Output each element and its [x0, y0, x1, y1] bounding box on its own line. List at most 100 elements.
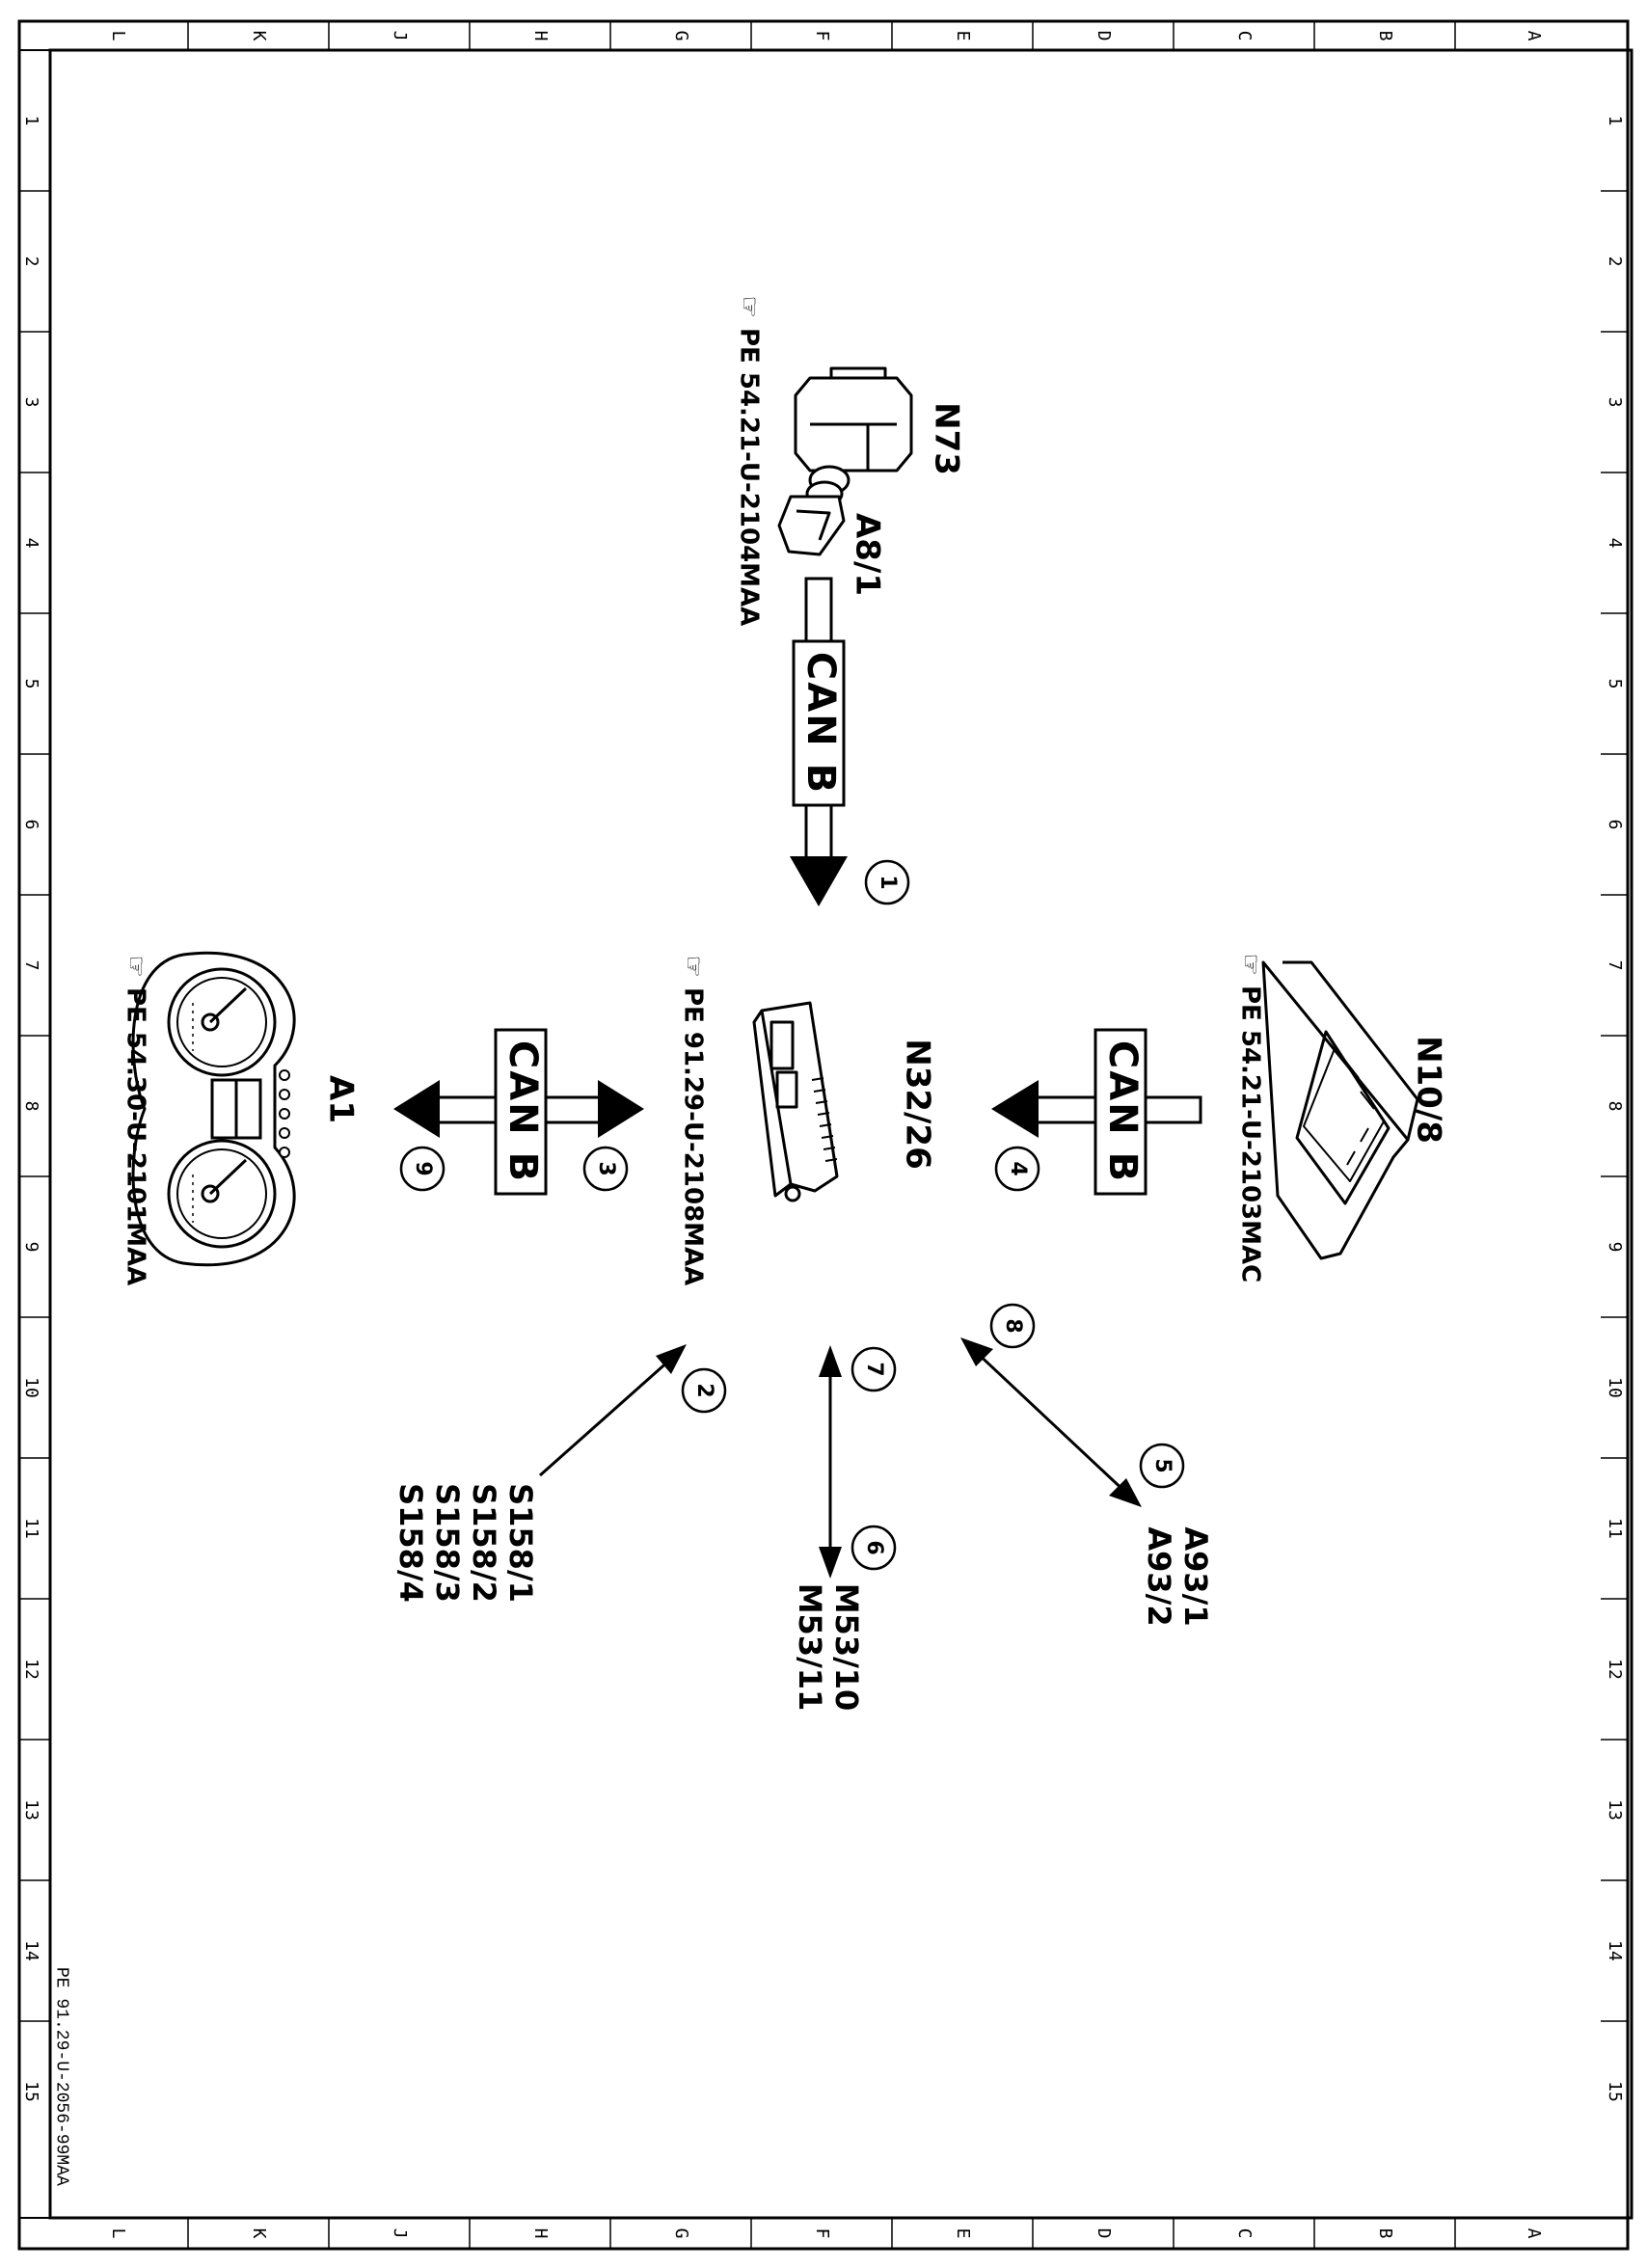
- col-letter: A: [1524, 2228, 1544, 2239]
- module-icon: [1261, 960, 1419, 1260]
- row-number: 15: [1605, 2081, 1625, 2102]
- col-letter: C: [1234, 2228, 1255, 2239]
- pointing-hand-icon: ☞: [1236, 953, 1265, 975]
- a1-ref: PE 54.30-U-2101MAA: [122, 987, 150, 1285]
- col-letter: K: [249, 31, 269, 41]
- row-numbers-right: 1 2 3 4 5 6 7 8 9 10 11 12 13 14 15: [1605, 116, 1625, 2102]
- row-number: 8: [1605, 1101, 1625, 1112]
- pointing-hand-icon: ☞: [735, 295, 764, 317]
- row-number: 2: [1605, 256, 1625, 267]
- row-number: 1: [1605, 116, 1625, 126]
- col-letter: B: [1375, 2228, 1395, 2239]
- row-number: 11: [21, 1518, 41, 1539]
- row-number: 10: [21, 1377, 41, 1398]
- callout-4: 4: [1006, 1161, 1030, 1175]
- col-letter: K: [249, 2228, 269, 2239]
- arrow-left-head: [991, 1080, 1039, 1138]
- callout-9: 9: [411, 1161, 435, 1175]
- column-letters-bottom: L K J H G F E D C B A: [108, 2228, 1544, 2239]
- column-letters-top: L K J H G F E D C B A: [108, 31, 1544, 41]
- a8-1-label: A8/1: [849, 513, 887, 596]
- m53-10-label: M53/10: [828, 1583, 865, 1712]
- row-number: 7: [1605, 960, 1625, 971]
- instrument-cluster-icon: [131, 951, 296, 1267]
- row-number: 5: [1605, 679, 1625, 689]
- arrow-head: [960, 1337, 993, 1366]
- col-letter: E: [953, 2228, 973, 2239]
- row-number: 6: [21, 820, 41, 830]
- callout-8: 8: [1001, 1318, 1025, 1333]
- s158-1-label: S158/1: [502, 1483, 539, 1603]
- col-letter: H: [530, 31, 551, 41]
- can-b-right-label-box: [1094, 1028, 1148, 1196]
- row-number: 14: [1605, 1940, 1625, 1961]
- row-number: 9: [21, 1242, 41, 1253]
- row-ticks: [19, 190, 1628, 2022]
- row-number: 15: [21, 2081, 41, 2102]
- s158-link: 2 S158/1 S158/2 S158/3 S158/4: [392, 1344, 727, 1603]
- col-letter: F: [812, 2228, 832, 2239]
- m53-link: 7 6 M53/10 M53/11: [792, 1345, 897, 1712]
- can-b-top-label: CAN B: [798, 652, 843, 795]
- s158-2-label: S158/2: [466, 1483, 502, 1603]
- a1-instrument-cluster: A1 ☞ PE 54.30-U-2101MAA: [122, 951, 361, 1285]
- row-number: 11: [1605, 1518, 1625, 1539]
- ignition-switch-icon: [777, 366, 913, 556]
- col-letter: A: [1524, 31, 1544, 41]
- drawing-reference: PE 91.29-U-2056-99MAA: [51, 1967, 70, 2186]
- row-number: 12: [1605, 1659, 1625, 1680]
- col-letter: G: [671, 2228, 691, 2239]
- n73-ref: PE 54.21-U-2104MAA: [735, 328, 764, 626]
- row-number: 10: [1605, 1377, 1625, 1398]
- col-letter: J: [390, 31, 410, 41]
- col-letter: L: [108, 2228, 128, 2239]
- a93-1-label: A93/1: [1177, 1526, 1214, 1626]
- row-number: 12: [21, 1659, 41, 1680]
- arrow-down-head: [790, 856, 848, 906]
- callout-3: 3: [594, 1161, 618, 1175]
- can-b-top-link: CAN B 1: [790, 577, 910, 906]
- row-number: 14: [21, 1940, 41, 1961]
- can-b-left-label-box: [494, 1028, 548, 1196]
- row-number: 4: [21, 538, 41, 549]
- row-number: 1: [21, 116, 41, 126]
- callout-6: 6: [862, 1540, 886, 1554]
- row-number: 5: [21, 679, 41, 689]
- n73-label: N73: [928, 402, 966, 475]
- callout-7: 7: [862, 1362, 886, 1376]
- n32-26-module: N32/26 ☞ PE 91.29-U-2108MAA: [679, 955, 937, 1285]
- can-b-right-link: CAN B 4: [991, 1028, 1202, 1196]
- col-letter: L: [108, 31, 128, 41]
- col-letter: D: [1094, 2228, 1114, 2239]
- n10-8-module: N10/8 ☞ PE 54.21-U-2103MAC: [1236, 953, 1448, 1282]
- a1-label: A1: [322, 1075, 361, 1123]
- row-number: 9: [1605, 1242, 1625, 1253]
- a93-link: 8 5 A93/1 A93/2: [960, 1303, 1214, 1627]
- can-b-left-link: CAN B 3 9: [393, 1028, 644, 1196]
- can-b-right-label: CAN B: [1100, 1040, 1145, 1183]
- row-number: 7: [21, 960, 41, 971]
- col-letter: C: [1234, 31, 1255, 41]
- n32-26-label: N32/26: [899, 1039, 937, 1170]
- col-letter: G: [671, 31, 691, 41]
- callout-1: 1: [876, 875, 900, 889]
- col-letter: B: [1375, 31, 1395, 41]
- col-letter: D: [1094, 31, 1114, 41]
- row-number: 2: [21, 256, 41, 267]
- callout-5: 5: [1150, 1458, 1174, 1472]
- a93-2-label: A93/2: [1141, 1526, 1177, 1626]
- arrow-up-head: [819, 1345, 842, 1377]
- n10-8-ref: PE 54.21-U-2103MAC: [1236, 986, 1265, 1282]
- col-letter: E: [953, 31, 973, 41]
- connector-module-icon: [752, 1001, 839, 1202]
- can-b-left-label: CAN B: [500, 1040, 545, 1183]
- arrow-down-head: [819, 1547, 842, 1579]
- row-numbers-left: 1 2 3 4 5 6 7 8 9 10 11 12 13 14 15: [21, 116, 41, 2102]
- col-letter: H: [530, 2228, 551, 2239]
- outer-frame: [17, 19, 1630, 2251]
- pointing-hand-icon: ☞: [679, 955, 708, 977]
- row-number: 13: [1605, 1799, 1625, 1821]
- row-number: 3: [1605, 397, 1625, 408]
- arrow-left-head: [393, 1080, 440, 1138]
